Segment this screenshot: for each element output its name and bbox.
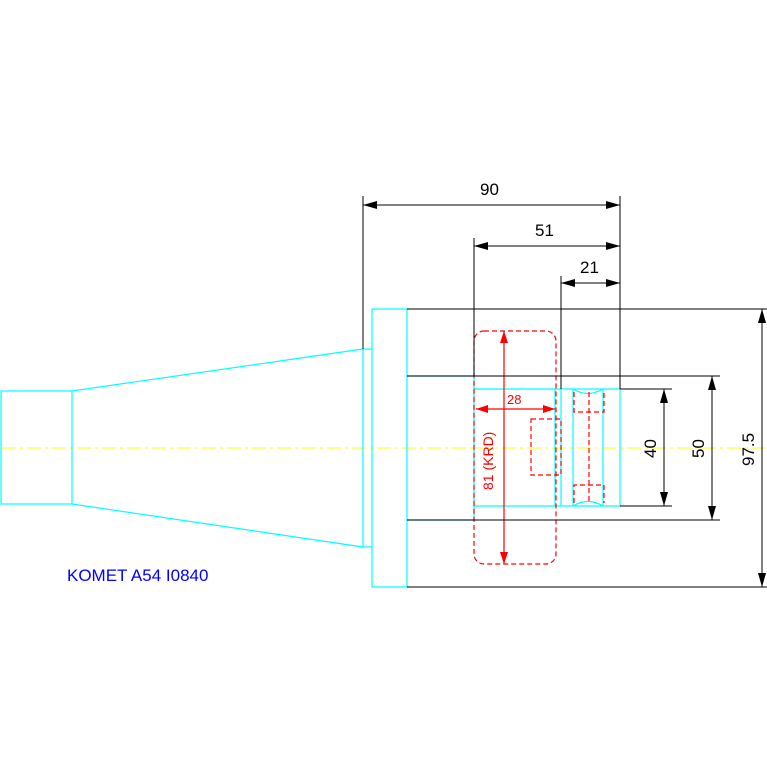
dim-50-label: 50 bbox=[689, 439, 708, 458]
dimension-lines bbox=[362, 196, 767, 588]
dim-28-label: 28 bbox=[507, 392, 521, 407]
dim-21-label: 21 bbox=[580, 258, 599, 277]
dim-40-label: 40 bbox=[641, 439, 660, 458]
dim-90-label: 90 bbox=[480, 180, 499, 199]
dim-97-5-label: 97.5 bbox=[739, 433, 758, 466]
dim-51-label: 51 bbox=[535, 221, 554, 240]
part-label: KOMET A54 I0840 bbox=[67, 566, 208, 585]
hidden-features bbox=[473, 330, 605, 565]
dim-81-krd-label: 81 (KRD) bbox=[480, 432, 496, 490]
